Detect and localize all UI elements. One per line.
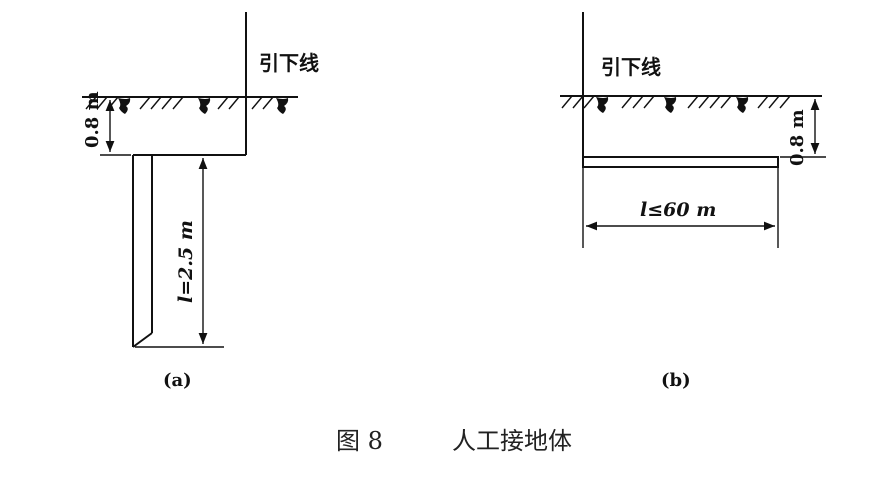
soil-clods-a	[118, 98, 289, 114]
depth-label-b: 0.8 m	[787, 109, 808, 166]
lead-label-a: 引下线	[259, 51, 319, 75]
horizontal-electrode	[582, 156, 779, 168]
soil-clods-b	[596, 97, 749, 113]
length-label-a: l=2.5 m	[175, 220, 197, 303]
length-dimension-a	[135, 154, 224, 348]
depth-dimension-a	[100, 100, 131, 156]
lead-label-b: 引下线	[601, 55, 661, 79]
sublabel-a: (a)	[163, 370, 192, 391]
ground-hatching-a	[85, 96, 274, 110]
sublabel-b: (b)	[661, 370, 691, 391]
panel-b: 0.8 m l≤60 m 引下线 (b)	[560, 12, 826, 391]
panel-a: 0.8 m l=2.5 m 引下线 (a)	[82, 12, 319, 391]
caption-number: 图 8	[336, 427, 383, 455]
vertical-electrode	[132, 155, 153, 348]
length-dimension-b	[582, 168, 779, 248]
length-label-b: l≤60 m	[640, 199, 716, 221]
depth-dimension-b	[780, 99, 826, 158]
ground-hatching-b	[561, 95, 791, 109]
caption-title: 人工接地体	[452, 427, 572, 455]
depth-label-a: 0.8 m	[82, 91, 103, 148]
